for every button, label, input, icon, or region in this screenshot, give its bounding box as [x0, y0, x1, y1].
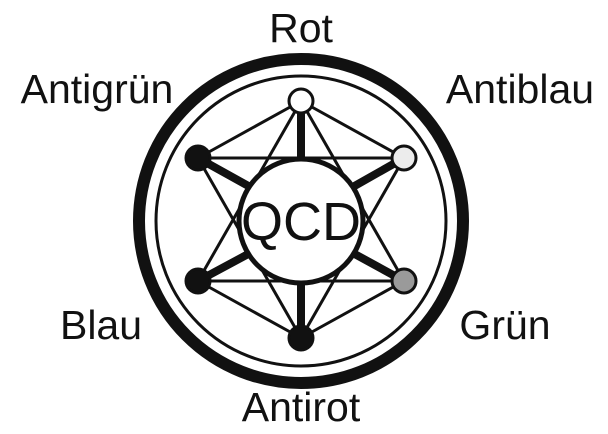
node-top [289, 89, 313, 113]
node-top-left [186, 146, 210, 170]
label-bottom-left: Blau [60, 302, 142, 348]
node-bottom-right [392, 269, 416, 293]
node-bottom-left [186, 269, 210, 293]
node-top-right [392, 146, 416, 170]
label-top-left: Antigrün [21, 66, 174, 112]
label-bottom-right: Grün [459, 302, 550, 348]
label-top: Rot [269, 5, 333, 51]
label-bottom: Antirot [242, 384, 361, 430]
label-top-right: Antiblau [446, 66, 594, 112]
center-label: QCD [241, 192, 361, 252]
node-bottom [289, 326, 313, 350]
